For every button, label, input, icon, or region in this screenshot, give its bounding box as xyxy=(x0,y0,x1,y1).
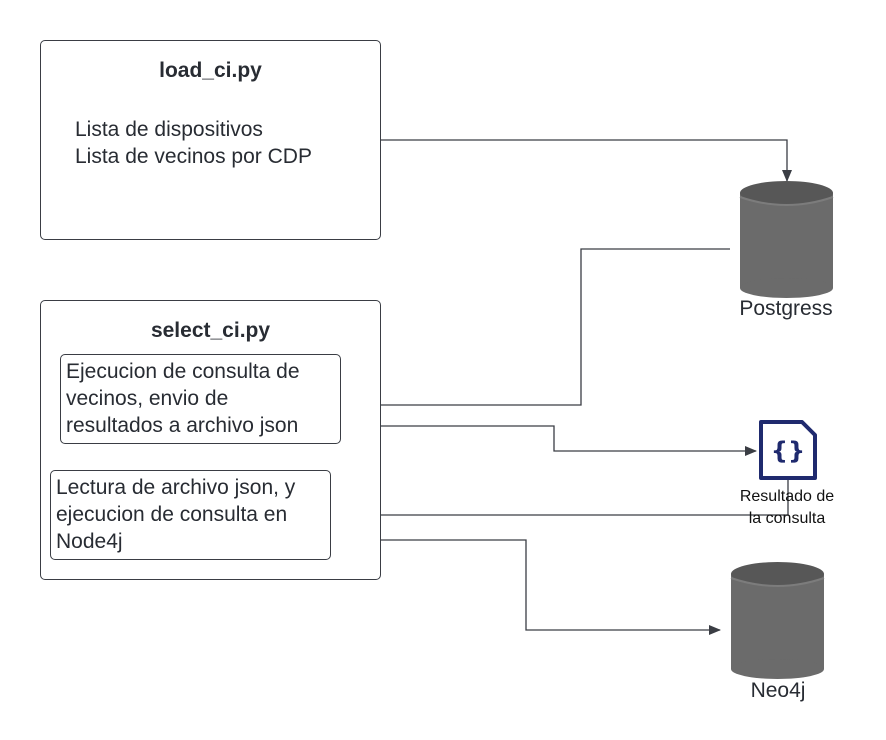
load-ci-box: load_ci.py Lista de dispositivos Lista d… xyxy=(40,40,381,240)
select-ci-title: select_ci.py xyxy=(150,319,271,342)
result-file-label-line-2: la consulta xyxy=(748,510,826,527)
json-file-icon: {} xyxy=(759,420,817,480)
select-step-query-box: Ejecucion de consulta de vecinos, envio … xyxy=(60,354,341,444)
step1-line-1: Ejecucion de consulta de xyxy=(66,360,300,383)
postgres-database-icon xyxy=(739,181,834,298)
neo4j-label: Neo4j xyxy=(750,679,806,702)
step2-line-3: Node4j xyxy=(56,530,123,553)
postgres-label: Postgress xyxy=(739,297,833,320)
connector-step1-to-result xyxy=(352,425,757,456)
step1-line-3: resultados a archivo json xyxy=(66,414,299,437)
connector-step2-to-neo4j xyxy=(331,539,721,635)
connector-result-to-step2 xyxy=(332,480,789,520)
load-ci-line-2: Lista de vecinos por CDP xyxy=(75,145,312,168)
connector-load-to-postgres xyxy=(381,139,792,182)
svg-text:{}: {} xyxy=(771,437,805,465)
connector-postgres-to-step1 xyxy=(351,248,730,410)
neo4j-database-icon xyxy=(730,562,825,679)
step2-line-1: Lectura de archivo json, y xyxy=(56,476,296,499)
step2-line-2: ejecucion de consulta en xyxy=(56,503,288,526)
load-ci-line-1: Lista de dispositivos xyxy=(75,118,263,141)
step1-line-2: vecinos, envio de xyxy=(66,387,229,410)
select-step-neo4j-box: Lectura de archivo json, y ejecucion de … xyxy=(50,470,331,560)
result-file-label-line-1: Resultado de xyxy=(739,488,835,505)
load-ci-title: load_ci.py xyxy=(159,59,262,82)
